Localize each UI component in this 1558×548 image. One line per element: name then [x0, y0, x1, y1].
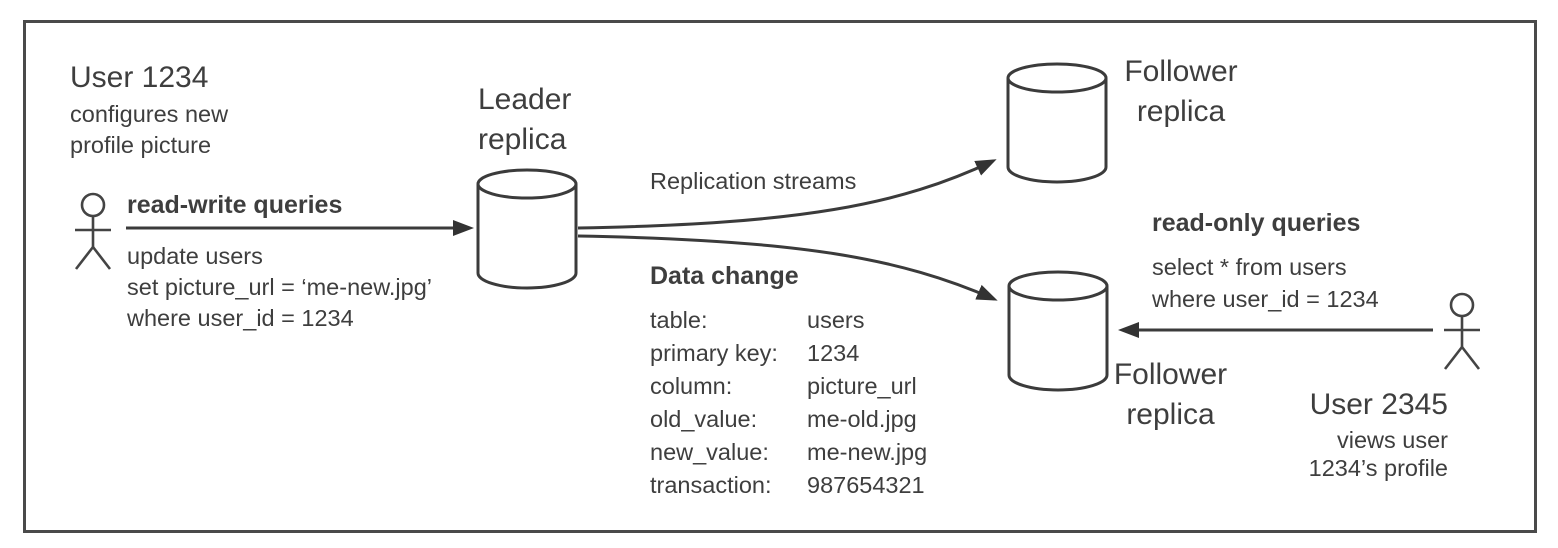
row-value: 1234: [807, 340, 860, 366]
diagram-border: [23, 20, 1537, 533]
leader-replica-label: Leader replica: [478, 80, 571, 160]
user-1234-stick-figure-icon: [74, 192, 112, 270]
follower-top-line1: Follower: [1124, 55, 1238, 88]
table-row: transaction: 987654321: [650, 469, 927, 502]
right-user-line2: 1234’s profile: [1308, 455, 1448, 481]
replication-stream-top-arrow: [577, 159, 997, 230]
row-value: picture_url: [807, 373, 917, 399]
read-only-sql: select * from users where user_id = 1234: [1152, 251, 1379, 315]
read-write-queries-label: read-write queries: [127, 191, 343, 219]
read-only-sql-line1: select * from users: [1152, 254, 1347, 280]
follower-top-line2: replica: [1136, 95, 1226, 128]
data-change-table: table: users primary key: 1234 column: p…: [650, 304, 927, 502]
row-key: column:: [650, 373, 733, 399]
right-user-line1: views user: [1336, 427, 1448, 453]
read-only-sql-line2: where user_id = 1234: [1152, 286, 1379, 312]
table-row: primary key: 1234: [650, 337, 927, 370]
row-key: table:: [650, 307, 708, 333]
row-key: new_value:: [650, 439, 769, 465]
table-row: old_value: me-old.jpg: [650, 403, 927, 436]
read-write-sql-line2: set picture_url = ‘me-new.jpg’: [127, 274, 432, 300]
follower-replica-bottom-label: Follower replica: [1103, 355, 1238, 435]
left-user-title: User 1234: [70, 61, 209, 94]
row-key: transaction:: [650, 472, 772, 498]
read-write-sql-line1: update users: [127, 243, 263, 269]
read-only-queries-label: read-only queries: [1152, 209, 1361, 237]
table-row: column: picture_url: [650, 370, 927, 403]
user-2345-stick-figure-icon: [1443, 292, 1481, 370]
left-user-line1: configures new: [70, 101, 229, 127]
left-user-caption: User 1234 configures new profile picture: [70, 57, 228, 161]
read-write-sql: update users set picture_url = ‘me-new.j…: [127, 241, 432, 334]
row-key: primary key:: [650, 340, 778, 366]
leader-label-line2: replica: [478, 123, 567, 156]
follower-bottom-line1: Follower: [1113, 358, 1228, 391]
leader-label-line1: Leader: [478, 83, 572, 116]
left-user-line2: profile picture: [70, 132, 212, 158]
read-write-sql-line3: where user_id = 1234: [127, 305, 354, 331]
replication-streams-label: Replication streams: [650, 168, 857, 194]
row-value: users: [807, 307, 865, 333]
follower-bottom-line2: replica: [1126, 398, 1215, 431]
row-value: me-new.jpg: [807, 439, 928, 465]
row-value: 987654321: [807, 472, 925, 498]
follower-replica-top-label: Follower replica: [1116, 52, 1246, 132]
data-change-title: Data change: [650, 262, 799, 290]
follower-replica-bottom-cylinder: [1007, 270, 1109, 392]
row-key: old_value:: [650, 406, 758, 432]
follower-replica-top-cylinder: [1006, 62, 1108, 184]
right-user-title: User 2345: [1309, 388, 1448, 421]
leader-replica-cylinder: [476, 168, 578, 290]
row-value: me-old.jpg: [807, 406, 917, 432]
right-user-caption: User 2345 views user 1234’s profile: [1270, 384, 1448, 482]
table-row: table: users: [650, 304, 927, 337]
table-row: new_value: me-new.jpg: [650, 436, 927, 469]
replication-stream-bottom-arrow: [577, 234, 998, 301]
